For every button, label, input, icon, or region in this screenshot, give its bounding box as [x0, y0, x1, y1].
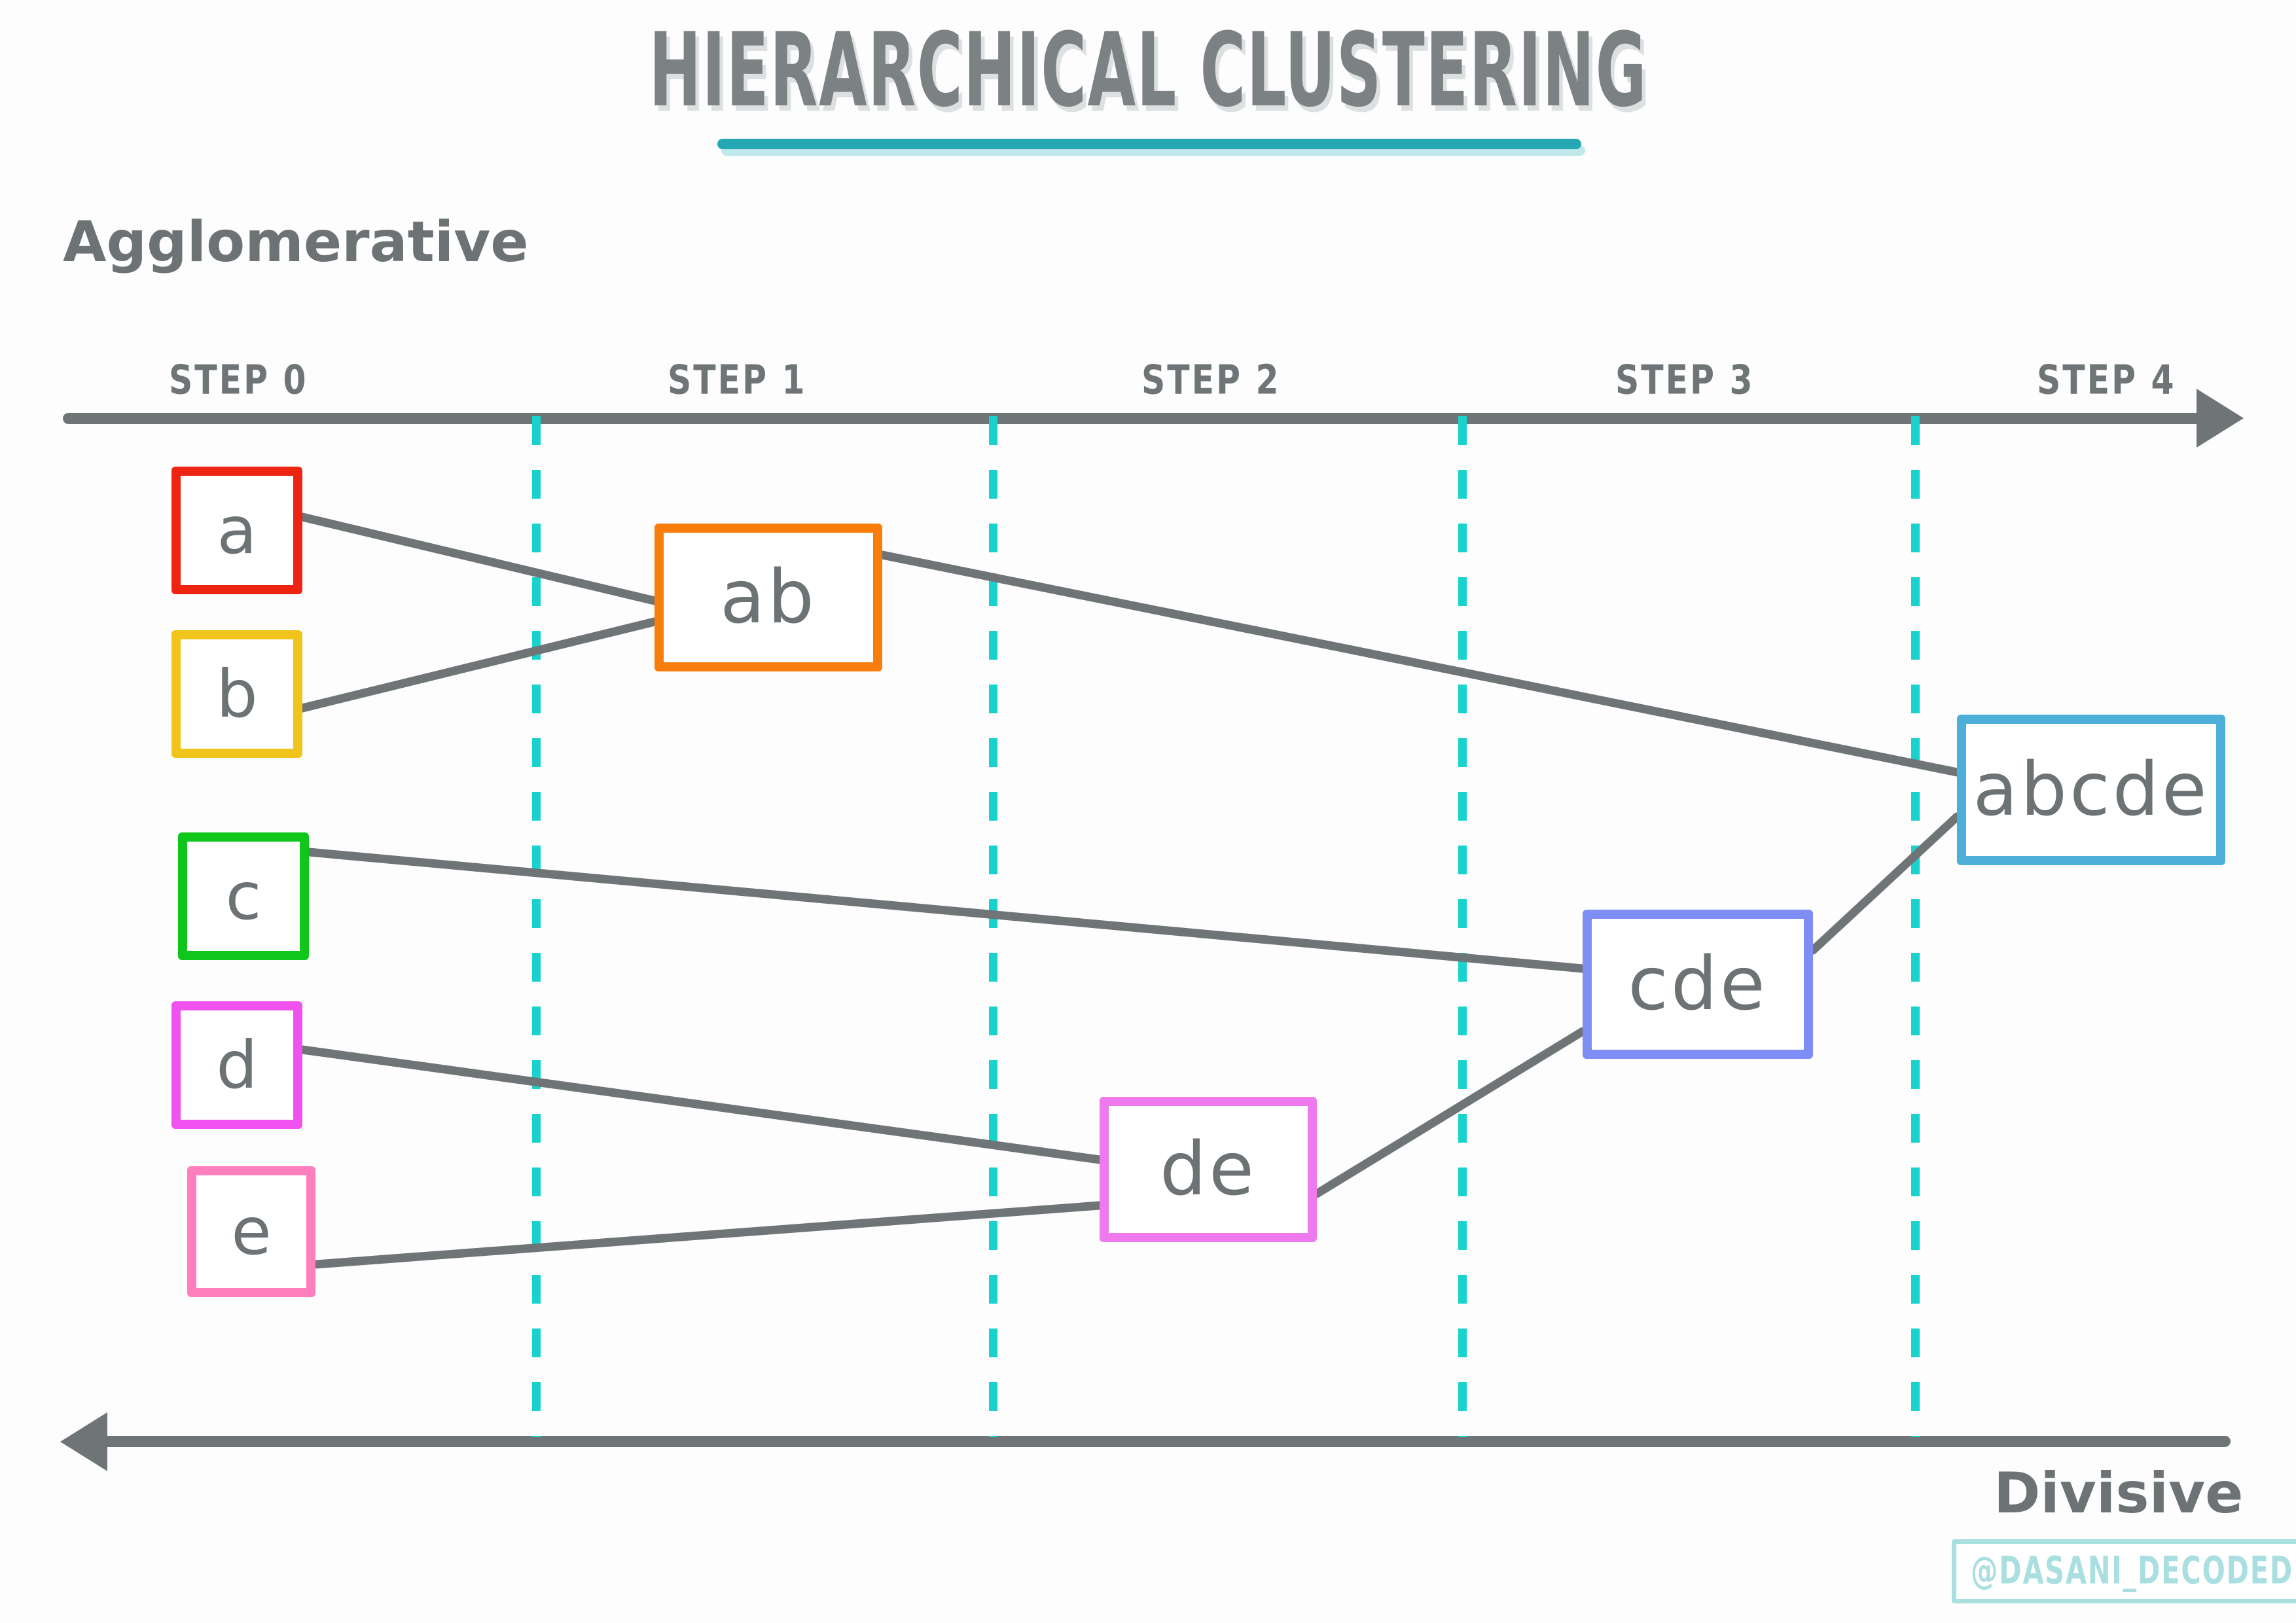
agglomerative-label: Agglomerative: [63, 209, 529, 275]
page-title: HIERARCHICAL CLUSTERING: [649, 11, 1647, 130]
cluster-box-abcde[interactable]: abcde: [1957, 715, 2225, 865]
edge-b-to-ab: [298, 617, 659, 713]
title-block: HIERARCHICAL CLUSTERING: [0, 20, 2296, 122]
cluster-box-d[interactable]: d: [171, 1001, 302, 1129]
cluster-label-ab: ab: [720, 555, 817, 640]
edge-e-to-de: [311, 1201, 1104, 1269]
cluster-box-c[interactable]: c: [178, 832, 309, 960]
cluster-label-d: d: [216, 1026, 258, 1103]
step-divider-3: [1458, 416, 1467, 1437]
divisive-label: Divisive: [1994, 1461, 2244, 1526]
step-divider-1: [532, 416, 541, 1437]
step-label-4: STEP 4: [2037, 357, 2176, 404]
divisive-axis-line: [77, 1436, 2231, 1447]
step-label-0: STEP 0: [169, 357, 308, 404]
cluster-box-b[interactable]: b: [171, 630, 302, 758]
agglomerative-axis-line: [63, 413, 2231, 424]
step-divider-4: [1911, 416, 1920, 1437]
left-arrow-icon: [60, 1412, 107, 1471]
cluster-label-c: c: [225, 857, 262, 935]
watermark-badge: @DASANI_DECODED: [1952, 1539, 2296, 1603]
cluster-label-a: a: [217, 491, 257, 569]
watermark-text: @DASANI_DECODED: [1971, 1548, 2294, 1593]
step-divider-2: [989, 416, 997, 1437]
cluster-box-cde[interactable]: cde: [1583, 910, 1813, 1059]
cluster-label-cde: cde: [1628, 942, 1768, 1027]
cluster-box-e[interactable]: e: [187, 1166, 315, 1297]
right-arrow-icon: [2197, 389, 2244, 448]
cluster-label-de: de: [1160, 1127, 1257, 1212]
cluster-label-abcde: abcde: [1973, 747, 2210, 832]
edge-c-to-cde: [304, 847, 1587, 973]
step-label-3: STEP 3: [1615, 357, 1755, 404]
step-label-2: STEP 2: [1141, 357, 1281, 404]
edge-d-to-de: [298, 1045, 1104, 1164]
edge-ab-to-abcde: [878, 550, 1962, 777]
step-label-1: STEP 1: [668, 357, 807, 404]
edge-cde-to-abcde: [1808, 812, 1962, 955]
edge-a-to-ab: [298, 512, 659, 605]
cluster-box-de[interactable]: de: [1100, 1097, 1317, 1242]
cluster-box-ab[interactable]: ab: [655, 524, 882, 671]
cluster-box-a[interactable]: a: [171, 467, 302, 594]
edge-de-to-cde: [1312, 1027, 1587, 1198]
cluster-label-b: b: [216, 655, 258, 732]
title-underline: [717, 139, 1581, 149]
cluster-label-e: e: [231, 1193, 272, 1270]
